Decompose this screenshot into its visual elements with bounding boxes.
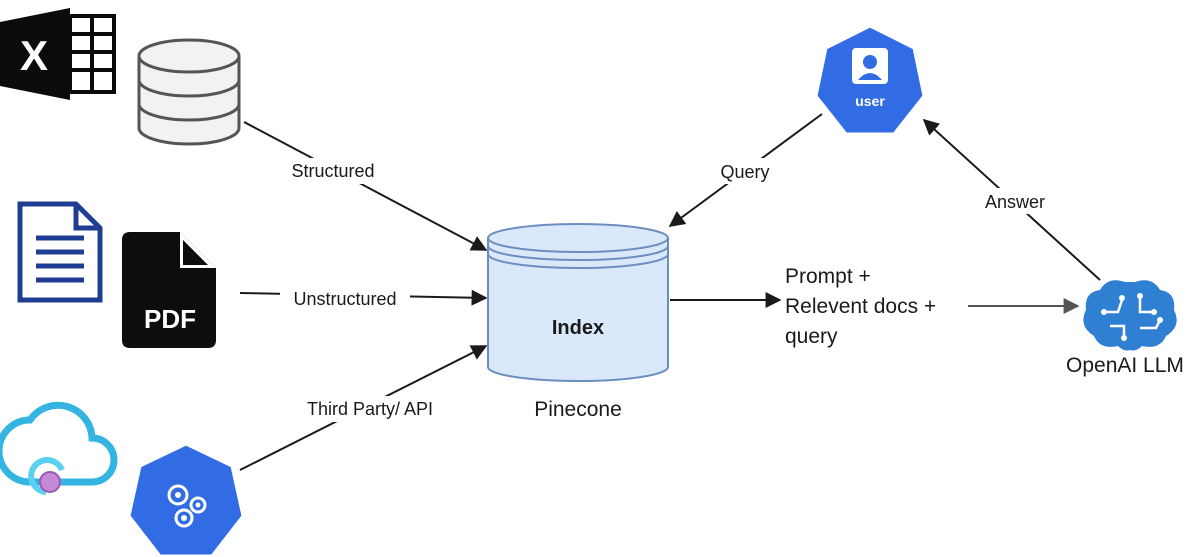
edge-label-query: Query	[720, 162, 769, 182]
user-label: user	[855, 93, 885, 109]
prompt-line-2: Relevent docs +	[785, 295, 936, 318]
cloud-endpoint-icon	[0, 401, 118, 495]
brain-circuit-icon	[1083, 280, 1177, 351]
excel-icon: X	[0, 8, 116, 100]
database-icon	[137, 38, 241, 146]
user-icon: user	[814, 24, 926, 136]
pdf-icon: PDF	[122, 232, 216, 348]
index-label: Index	[552, 317, 604, 339]
prompt-line-3: query	[785, 325, 838, 348]
document-icon	[17, 201, 103, 303]
edge-structured	[243, 121, 488, 251]
index-cylinder	[487, 223, 669, 382]
edge-label-answer: Answer	[985, 192, 1045, 212]
prompt-line-1: Prompt +	[785, 265, 871, 288]
edge-label-structured: Structured	[291, 161, 374, 181]
excel-letter: X	[20, 32, 48, 79]
edge-label-third-party: Third Party/ API	[307, 399, 433, 419]
kubernetes-gear-icon	[127, 442, 245, 557]
llm-caption: OpenAI LLM	[1066, 354, 1184, 377]
index-caption: Pinecone	[534, 398, 622, 421]
pdf-label: PDF	[144, 304, 196, 334]
edge-label-unstructured: Unstructured	[293, 289, 396, 309]
